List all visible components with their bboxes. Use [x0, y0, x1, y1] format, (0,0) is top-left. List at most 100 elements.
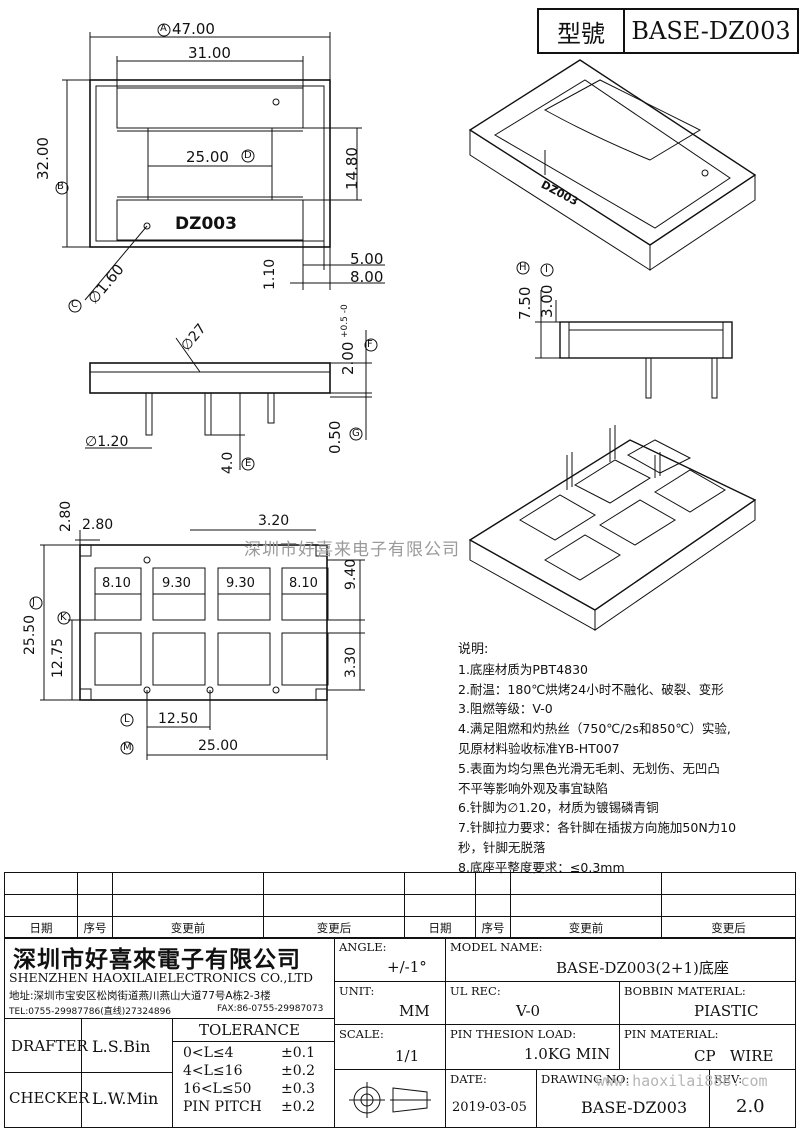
model-header-label: 型號: [539, 10, 625, 52]
tol-range: 16<L≤50: [183, 1081, 252, 1097]
note-line: 6.针脚为∅1.20，材质为镀锡磷青铜: [458, 800, 659, 816]
company-fax: FAX:86-0755-29987073: [217, 1004, 324, 1014]
company-name-en: SHENZHEN HAOXILAIELECTRONICS CO.,LTD: [9, 970, 313, 985]
rev-header: 日期: [4, 916, 78, 939]
note-line: 5.表面为均匀黑色光滑无毛刺、无划伤、无凹凸: [458, 760, 720, 776]
dim-side-pin: ∅1.20: [85, 434, 129, 450]
dim-top-110: 1.10: [262, 258, 278, 290]
pin-material-value: CP WIRE: [694, 1047, 774, 1065]
dim-bottom-1250: 12.50: [158, 711, 199, 727]
dim-tag-k: K: [60, 612, 67, 623]
drawing-no-value: BASE-DZ003: [581, 1098, 688, 1117]
notes-title: 说明:: [458, 642, 489, 657]
cell-label-4: 8.10: [289, 576, 318, 591]
date-label: DATE:: [450, 1072, 487, 1086]
dim-tag-g: G: [352, 428, 360, 439]
dim-bottom-280b: 2.80: [82, 517, 114, 533]
tol-value: ±0.2: [281, 1063, 315, 1079]
dim-top-height: 32.00: [34, 137, 52, 180]
dim-side-050: 0.50: [326, 420, 344, 454]
dim-bottom-2500: 25.00: [198, 738, 239, 754]
dim-top-5: 5.00: [350, 250, 384, 268]
dim-side-300: 3.00: [538, 284, 556, 318]
note-line: 7.针脚拉力要求：各针脚在插拔方向施加50N力10: [458, 820, 737, 836]
projection-symbol-cell: [334, 1069, 446, 1128]
checker-value-cell: L.W.Min: [81, 1072, 173, 1128]
pin-load-label: PIN THESION LOAD:: [450, 1027, 577, 1041]
note-line: 见原材料验收标准YB-HT007: [458, 740, 620, 756]
dim-side-tol: +0.5 -0: [340, 304, 350, 338]
pin-load-cell: PIN THESION LOAD: 1.0KG MIN: [445, 1024, 620, 1070]
dim-tag-j: J: [32, 597, 35, 608]
ul-cell: UL REC: V-0: [445, 981, 620, 1025]
scale-value: 1/1: [395, 1047, 420, 1065]
rev-header: 日期: [404, 916, 476, 939]
rev-header: 变更前: [112, 916, 264, 939]
angle-value: +/-1°: [387, 958, 427, 976]
drawing-no-cell: DRAWING NO: BASE-DZ003: [536, 1069, 710, 1128]
tol-range: 4<L≤16: [183, 1063, 243, 1079]
dim-top-8: 8.00: [350, 268, 384, 286]
date-cell: DATE: 2019-03-05: [445, 1069, 537, 1128]
company-cell: 深圳市好喜來電子有限公司 SHENZHEN HAOXILAIELECTRONIC…: [4, 937, 335, 1019]
rev-header: 变更前: [510, 916, 662, 939]
note-line: 不平等影响外观及事宜缺陷: [458, 780, 609, 796]
dim-bottom-940: 9.40: [343, 558, 359, 590]
top-marking: DZ003: [175, 214, 237, 234]
revision-table: 日期 序号 变更前 变更后 日期 序号 变更前 变更后: [4, 872, 796, 939]
dim-bottom-2550: 25.50: [22, 614, 38, 655]
ul-label: UL REC:: [450, 984, 501, 998]
dim-tag-a: A: [160, 23, 167, 34]
dim-side-4: 4.0: [220, 451, 236, 474]
company-tel: TEL:0755-29987786(直线)27324896: [9, 1007, 172, 1017]
dim-tag-h: H: [519, 262, 527, 273]
tol-range: 0<L≤4: [183, 1045, 234, 1061]
dim-top-right: 14.80: [343, 147, 361, 190]
scale-cell: SCALE: 1/1: [334, 1024, 446, 1070]
model-header-value: BASE-DZ003: [631, 17, 791, 45]
dim-bottom-330: 3.30: [343, 646, 359, 678]
dim-bottom-280a: 2.80: [58, 500, 74, 532]
note-line: 1.底座材质为PBT4830: [458, 661, 588, 677]
drafter-value-cell: L.S.Bin: [81, 1018, 173, 1073]
pin-load-value: 1.0KG MIN: [524, 1045, 611, 1063]
note-line: 8.底座平整度要求：≤0.3mm: [458, 859, 625, 875]
notes-block: 说明: 1.底座材质为PBT4830 2.耐温：180℃烘烤24小时不融化、破裂…: [458, 640, 793, 878]
dim-tag-f: F: [367, 339, 373, 350]
dim-top-inner: 31.00: [188, 44, 231, 62]
tolerance-title: TOLERANCE: [199, 1021, 300, 1039]
drafter-label-cell: DRAFTER: [4, 1018, 88, 1073]
rev-cell: REV: 2.0: [709, 1069, 796, 1128]
tolerance-cell: TOLERANCE 0<L≤4 ±0.1 4<L≤16 ±0.2 16<L≤50…: [172, 1018, 335, 1128]
site-watermark: www.haoxilai888.com: [596, 1072, 768, 1090]
dim-bottom-1275: 12.75: [50, 637, 66, 678]
rev-value: 2.0: [736, 1096, 765, 1117]
dim-tag-c: C: [71, 299, 78, 310]
bobbin-value: PIASTIC: [694, 1002, 759, 1020]
model-name-value: BASE-DZ003(2+1)底座: [556, 959, 729, 977]
angle-label: ANGLE:: [339, 940, 387, 954]
drawing-no-label: DRAWING NO:: [541, 1072, 630, 1086]
pin-material-label: PIN MATERIAL:: [624, 1027, 719, 1041]
company-watermark: 深圳市好喜来电子有限公司: [244, 540, 460, 560]
note-line: 2.耐温：180℃烘烤24小时不融化、破裂、变形: [458, 681, 724, 697]
dim-tag-m: M: [123, 742, 132, 753]
dim-tag-l: L: [124, 714, 130, 725]
dim-tag-d: D: [244, 150, 252, 161]
dim-tag-b: B: [57, 181, 64, 192]
model-name-cell: MODEL NAME: BASE-DZ003(2+1)底座: [445, 937, 796, 982]
note-line: 3.阻燃等级：V-0: [458, 701, 553, 717]
tol-range: PIN PITCH: [183, 1099, 262, 1115]
dim-tag-i: I: [545, 264, 548, 275]
pin-material-cell: PIN MATERIAL: CP WIRE: [619, 1024, 796, 1070]
angle-cell: ANGLE: +/-1°: [334, 937, 446, 982]
tol-value: ±0.2: [281, 1099, 315, 1115]
model-name-label: MODEL NAME:: [450, 940, 543, 954]
model-header: 型號 BASE-DZ003: [537, 8, 799, 54]
drafter-value: L.S.Bin: [92, 1037, 151, 1056]
checker-label-cell: CHECKER: [4, 1072, 89, 1128]
checker-value: L.W.Min: [92, 1089, 159, 1108]
company-name-cn: 深圳市好喜來電子有限公司: [13, 946, 301, 973]
dim-side-750: 7.50: [516, 286, 534, 320]
rev-header: 序号: [475, 916, 511, 939]
